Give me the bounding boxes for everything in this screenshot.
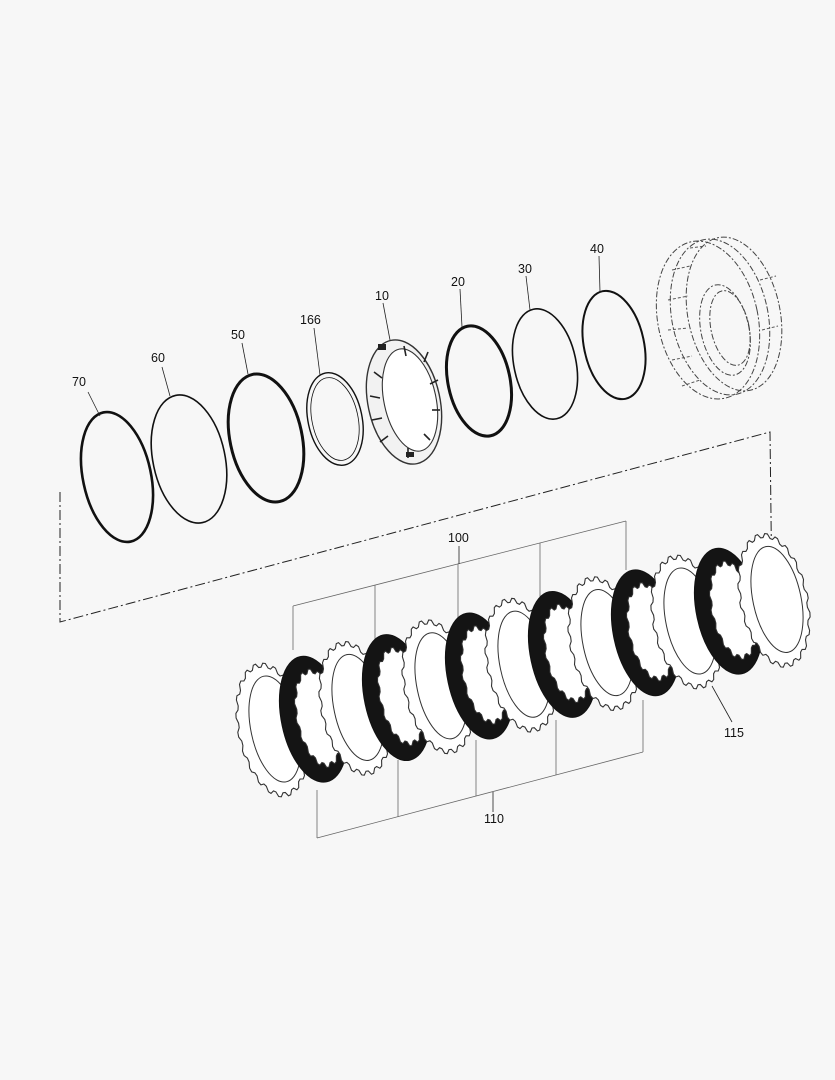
ring-20: [445, 324, 513, 438]
callout-10: 10: [375, 289, 389, 303]
callout-100: 100: [448, 531, 469, 545]
ring-40: [581, 289, 647, 401]
callout-166: 166: [300, 313, 321, 327]
ring-50: [226, 372, 306, 504]
bracket-110: [316, 700, 644, 839]
clutch-housing: [655, 236, 783, 400]
clutch-plate-pack: [235, 533, 811, 798]
callout-30: 30: [518, 262, 532, 276]
callout-60: 60: [151, 351, 165, 365]
callout-50: 50: [231, 328, 245, 342]
ring-60: [150, 394, 228, 524]
ring-166: [306, 371, 364, 467]
ring-30: [511, 308, 579, 420]
callout-70: 70: [72, 375, 86, 389]
piston-10: [365, 339, 443, 465]
ring-70: [79, 410, 155, 544]
callout-110: 110: [484, 812, 504, 826]
leader-lines: [87, 255, 733, 723]
callout-40: 40: [590, 242, 604, 256]
callout-20: 20: [451, 275, 465, 289]
callout-115: 115: [724, 726, 744, 740]
end-plate-115-bore: [750, 545, 804, 653]
